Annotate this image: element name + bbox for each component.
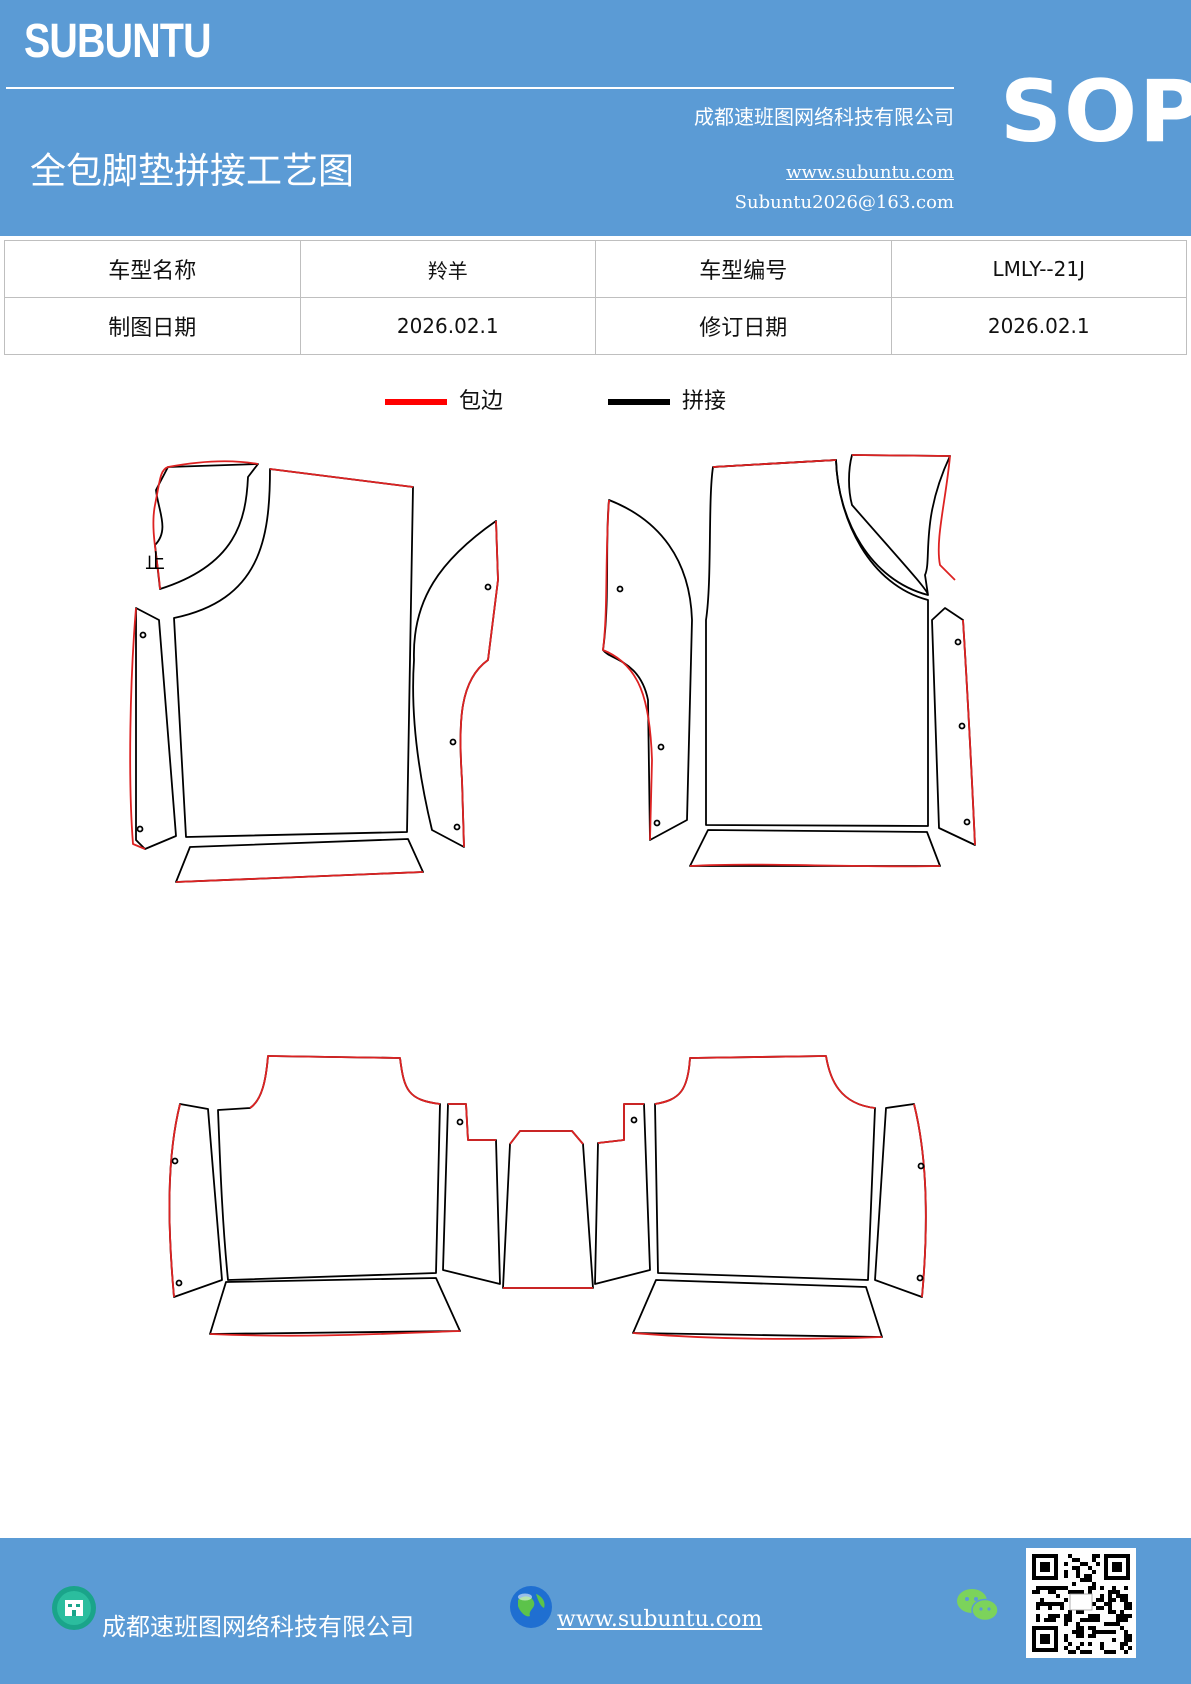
mat-piece-edge: [269, 468, 414, 488]
mat-piece: [154, 463, 259, 590]
mat-piece: [217, 1055, 441, 1281]
mat-piece-edge: [851, 454, 956, 581]
mat-piece: [654, 1055, 876, 1281]
hole-marker: [653, 819, 661, 827]
hole-marker: [136, 825, 144, 833]
mat-piece: [135, 607, 177, 850]
mat-piece-edge: [175, 871, 424, 883]
mat-piece: [168, 1103, 223, 1298]
hole-marker: [916, 1274, 924, 1282]
legend-splice: 拼接: [608, 383, 726, 415]
legend-splice-swatch: [608, 399, 670, 405]
brand-logo: SUBUNTU: [24, 15, 211, 68]
hole-marker: [453, 823, 461, 831]
draw-date-value: 2026.02.1: [299, 297, 596, 355]
floor-mat-diagram: 止: [129, 454, 976, 1340]
stop-mark: 止: [145, 549, 165, 573]
mat-piece-edge: [448, 1103, 496, 1141]
front-left-mat-set: 止: [129, 460, 499, 883]
revise-date-value: 2026.02.1: [890, 297, 1187, 355]
hole-marker: [456, 1118, 464, 1126]
website-link[interactable]: www.subuntu.com: [786, 162, 954, 183]
mat-piece-edge: [249, 1055, 441, 1109]
legend-edge: 包边: [385, 383, 503, 415]
mat-piece-edge: [503, 1130, 593, 1289]
hole-marker: [139, 631, 147, 639]
mat-piece-edge: [152, 460, 259, 590]
mat-piece-edge: [597, 1103, 644, 1144]
mat-piece: [874, 1103, 927, 1298]
table-row: 制图日期 2026.02.1 修订日期 2026.02.1: [4, 297, 1187, 355]
model-code-label: 车型编号: [595, 240, 892, 298]
company-name: 成都速班图网络科技有限公司: [694, 105, 954, 129]
draw-date-label: 制图日期: [4, 297, 301, 355]
mat-piece-edge: [689, 863, 941, 868]
legend-edge-label: 包边: [459, 389, 504, 414]
mat-piece-edge: [913, 1103, 927, 1298]
mat-piece: [689, 829, 941, 867]
hole-marker: [616, 585, 624, 593]
mat-piece-edge: [632, 1332, 883, 1340]
footer-website-link[interactable]: www.subuntu.com: [557, 1607, 763, 1632]
mat-piece-edge: [209, 1330, 461, 1337]
model-name-value: 羚羊: [299, 240, 596, 298]
legend-splice-label: 拼接: [682, 389, 727, 414]
front-right-mat-set: [602, 454, 976, 868]
mat-piece: [594, 1103, 651, 1285]
model-code-value: LMLY--21J: [890, 240, 1187, 298]
mat-piece: [209, 1277, 461, 1335]
hole-marker: [958, 722, 966, 730]
building-icon: [52, 1586, 96, 1630]
mat-piece-edge: [129, 607, 146, 850]
sop-badge: SOP: [1000, 62, 1191, 162]
qr-code: [1026, 1548, 1136, 1658]
legend-edge-swatch: [385, 399, 447, 405]
hole-marker: [171, 1157, 179, 1165]
email-address: Subuntu2026@163.com: [734, 192, 954, 213]
mat-piece-edge: [654, 1055, 876, 1109]
mat-piece: [632, 1279, 883, 1338]
table-row: 车型名称 羚羊 车型编号 LMLY--21J: [4, 240, 1187, 298]
mat-piece: [442, 1103, 501, 1285]
document-title: 全包脚垫拼接工艺图: [30, 151, 355, 192]
mat-piece: [502, 1130, 594, 1289]
mat-piece: [175, 838, 424, 883]
hole-marker: [449, 738, 457, 746]
hole-marker: [963, 818, 971, 826]
mat-piece-edge: [712, 459, 837, 468]
mat-piece-edge: [459, 520, 499, 848]
model-name-label: 车型名称: [4, 240, 301, 298]
mat-piece-edge: [602, 499, 653, 841]
vehicle-info-table: 车型名称 羚羊 车型编号 LMLY--21J 制图日期 2026.02.1 修订…: [4, 240, 1187, 355]
mat-piece: [173, 468, 414, 838]
hole-marker: [175, 1279, 183, 1287]
hole-marker: [954, 638, 962, 646]
hole-marker: [657, 743, 665, 751]
wechat-icon[interactable]: [956, 1586, 1000, 1626]
header-divider: [6, 87, 954, 89]
mat-piece: [705, 459, 929, 827]
rear-mat-set: [168, 1055, 927, 1340]
hole-marker: [917, 1162, 925, 1170]
globe-icon: [508, 1584, 554, 1630]
hole-marker: [630, 1116, 638, 1124]
mat-piece: [412, 520, 499, 848]
mat-piece: [602, 499, 693, 841]
mat-piece-edge: [962, 619, 976, 846]
mat-piece-edge: [168, 1103, 181, 1298]
footer-company: 成都速班图网络科技有限公司: [102, 1613, 414, 1641]
mat-piece: [712, 454, 951, 596]
header-banner: SUBUNTU 成都速班图网络科技有限公司 全包脚垫拼接工艺图 www.subu…: [0, 0, 1191, 236]
revise-date-label: 修订日期: [595, 297, 892, 355]
hole-marker: [484, 583, 492, 591]
